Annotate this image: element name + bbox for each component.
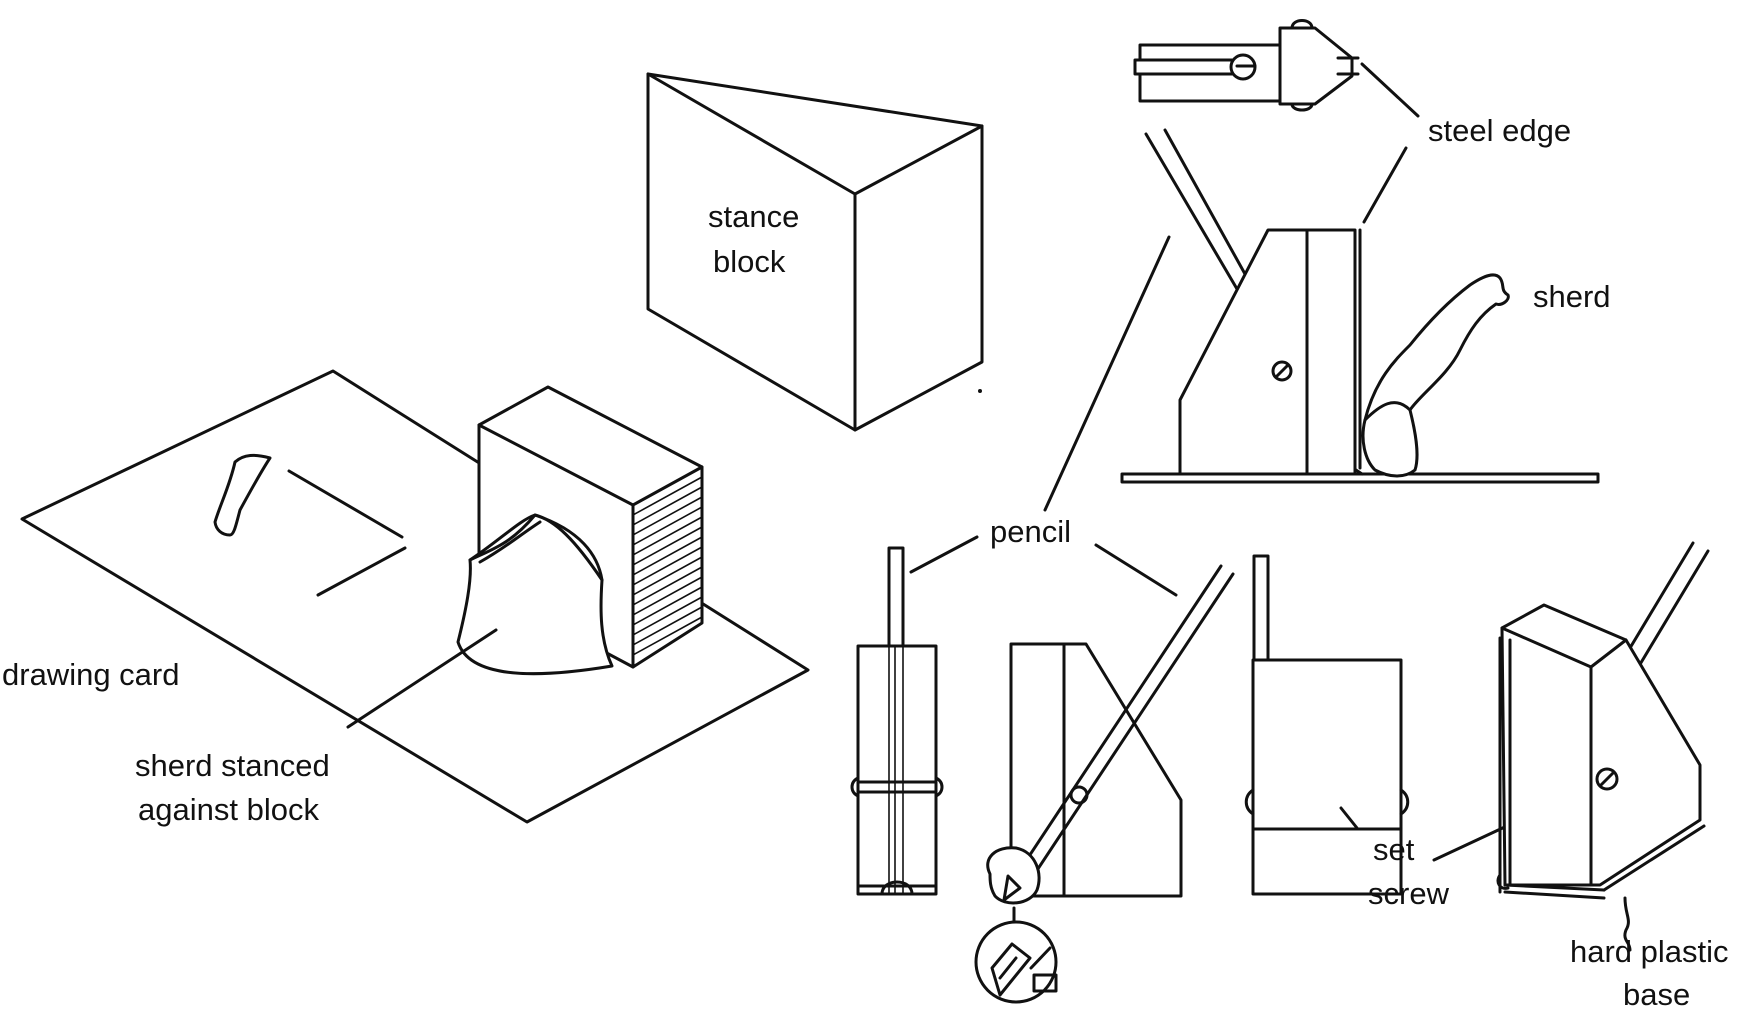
label-drawing-card: drawing card (2, 657, 179, 692)
tool-side-view-pencil (986, 564, 1235, 905)
sherd-profile-drawing (213, 453, 272, 537)
label-sherd-stanced-1: sherd stanced (135, 748, 330, 783)
label-hard-plastic-2: base (1623, 977, 1690, 1012)
label-set-screw-1: set (1373, 832, 1415, 867)
label-set-screw-2: screw (1368, 876, 1450, 911)
label-stance-block-1: stance (708, 199, 799, 234)
label-sherd-stanced-2: against block (138, 792, 319, 827)
tool-side-view (1120, 128, 1600, 484)
stanced-sherd (456, 513, 614, 676)
label-pencil: pencil (990, 514, 1071, 549)
label-steel-edge: steel edge (1428, 113, 1571, 148)
pencil-tip-detail (974, 906, 1058, 1004)
label-sherd: sherd (1533, 279, 1611, 314)
side-view-leader-lines (1043, 62, 1420, 512)
card-guide-lines (287, 469, 498, 729)
stance-block (646, 72, 984, 432)
tool-back-view (1244, 554, 1410, 896)
side-view-sherd (1361, 273, 1510, 478)
tool-top-view (1133, 19, 1360, 112)
label-stance-block-2: block (713, 244, 786, 279)
tool-front-view (850, 546, 944, 896)
tool-perspective-view (1496, 541, 1710, 952)
label-hard-plastic-1: hard plastic (1570, 934, 1729, 969)
pencil-leader-lines (909, 535, 1178, 597)
